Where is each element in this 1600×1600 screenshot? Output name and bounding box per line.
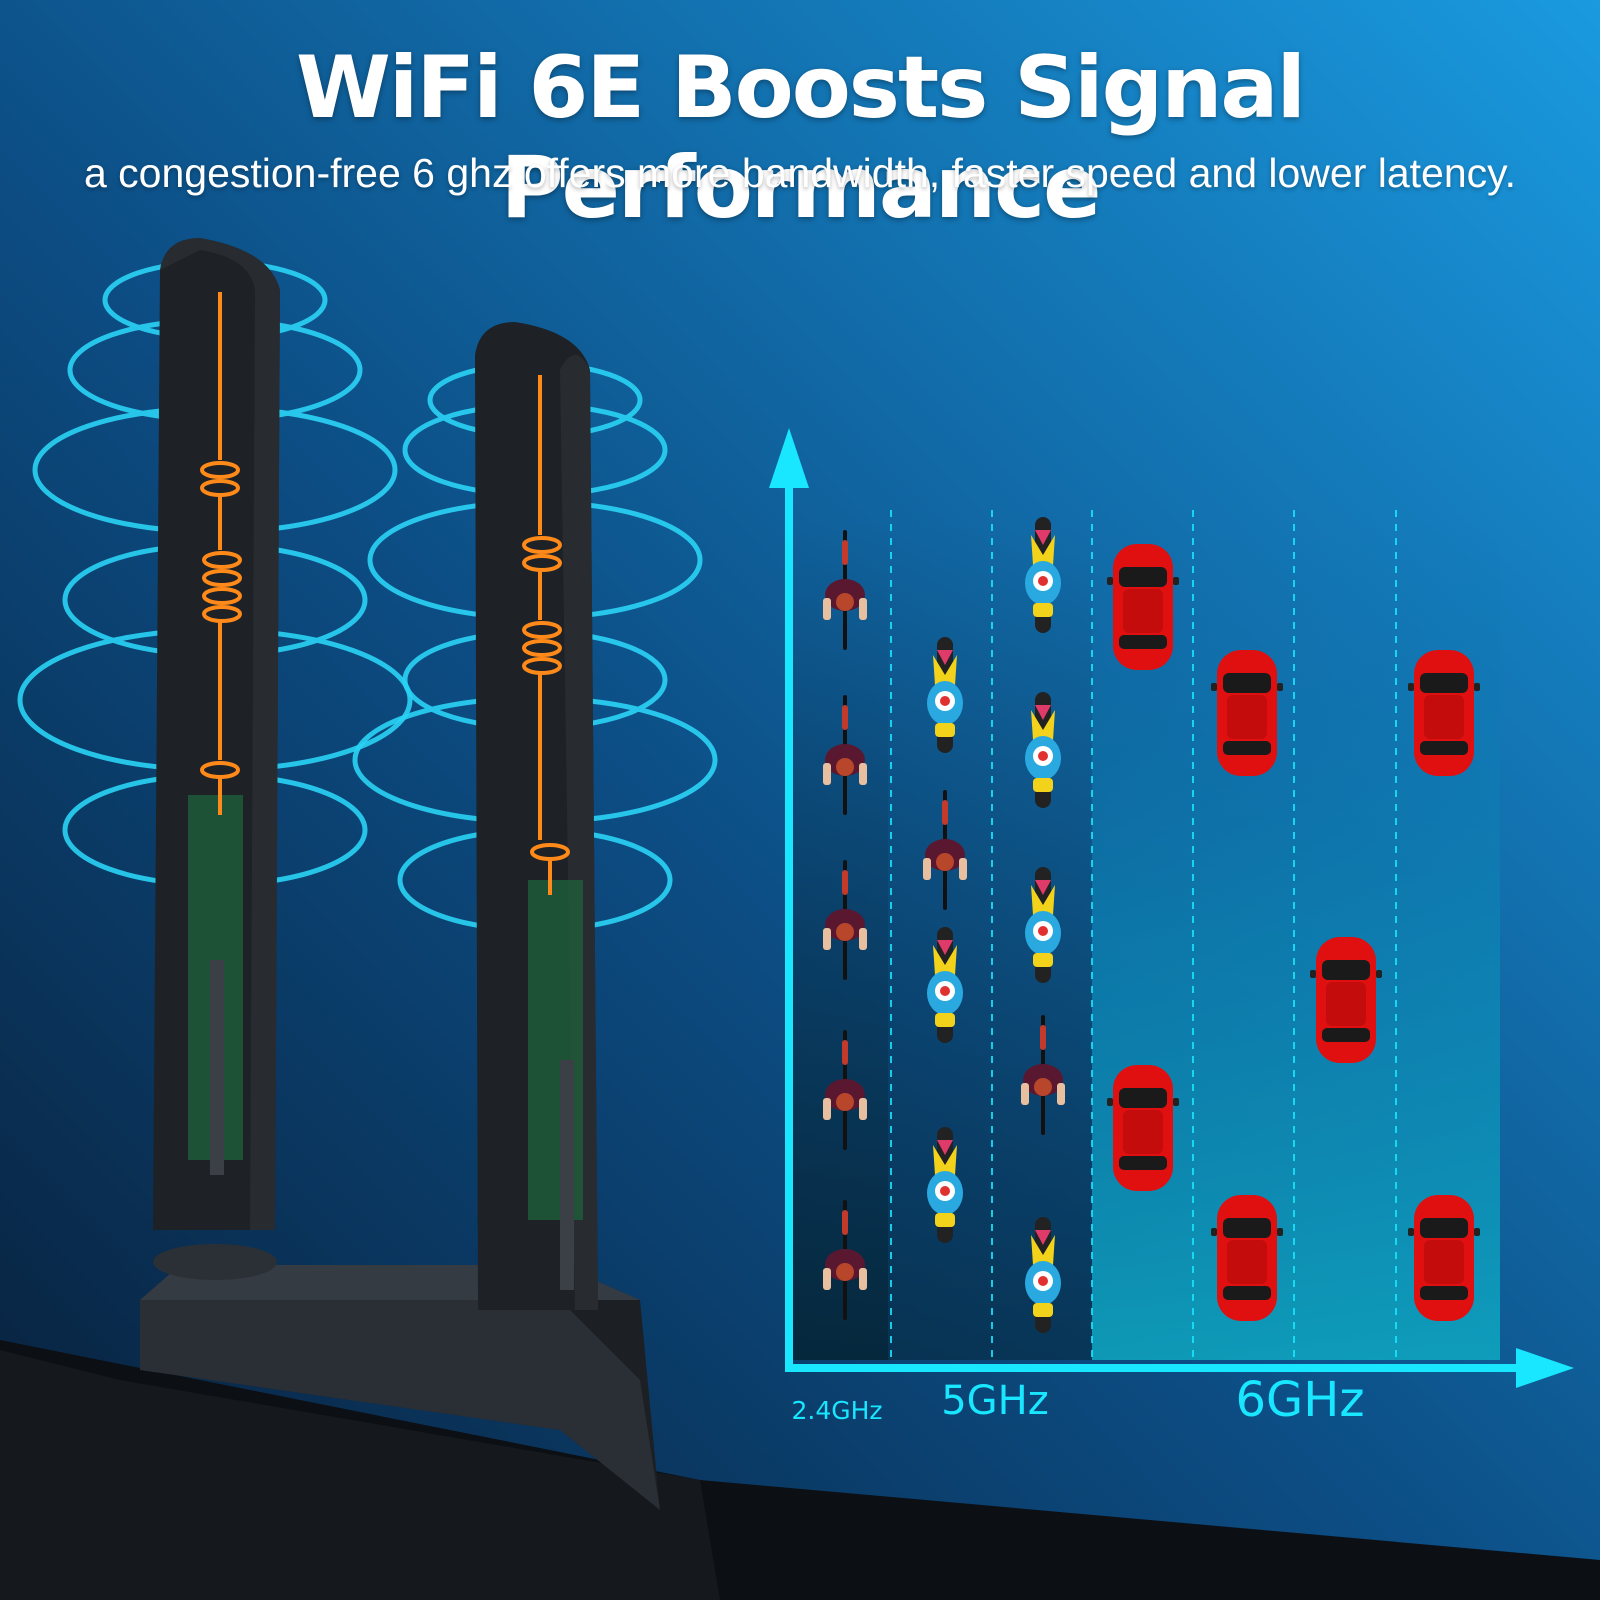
motorbikes <box>927 517 1061 1333</box>
car-icon <box>1211 650 1283 776</box>
y-axis-arrow-icon <box>769 428 809 488</box>
coil-right <box>522 375 570 895</box>
band-label-6ghz: 6GHz <box>1235 1372 1365 1428</box>
page-subtitle: a congestion-free 6 ghz offers more band… <box>83 150 1517 196</box>
bicycle-icon <box>823 530 867 650</box>
car-icon <box>1408 1195 1480 1321</box>
car-icon <box>1310 937 1382 1063</box>
car-icon <box>1408 650 1480 776</box>
bicycle-icon <box>823 860 867 980</box>
antenna-right <box>475 322 598 1310</box>
motorbike-icon <box>927 1127 963 1243</box>
car-icon <box>1107 544 1179 670</box>
x-axis-arrow-icon <box>1516 1348 1574 1388</box>
bicycle-icon <box>823 1200 867 1320</box>
car-icon <box>1107 1065 1179 1191</box>
bicycle-icon <box>823 1030 867 1150</box>
motorbike-icon <box>1025 867 1061 983</box>
axes <box>769 428 1574 1388</box>
band-label-5ghz: 5GHz <box>941 1378 1049 1424</box>
car-icon <box>1211 1195 1283 1321</box>
bicycle-icon <box>1021 1015 1065 1135</box>
motorbike-icon <box>927 637 963 753</box>
motorbike-icon <box>1025 517 1061 633</box>
bicycle-icon <box>923 790 967 910</box>
coil-left <box>200 292 242 815</box>
motorbike-icon <box>1025 1217 1061 1333</box>
antenna-left <box>153 238 280 1230</box>
motorbike-icon <box>927 927 963 1043</box>
band-label-2-4ghz: 2.4GHz <box>791 1396 883 1425</box>
cars <box>1107 544 1480 1321</box>
bicycle-icon <box>823 695 867 815</box>
bicycles <box>823 530 1065 1320</box>
motorbike-icon <box>1025 692 1061 808</box>
page-title: WiFi 6E Boosts Signal Performance <box>296 38 1306 238</box>
